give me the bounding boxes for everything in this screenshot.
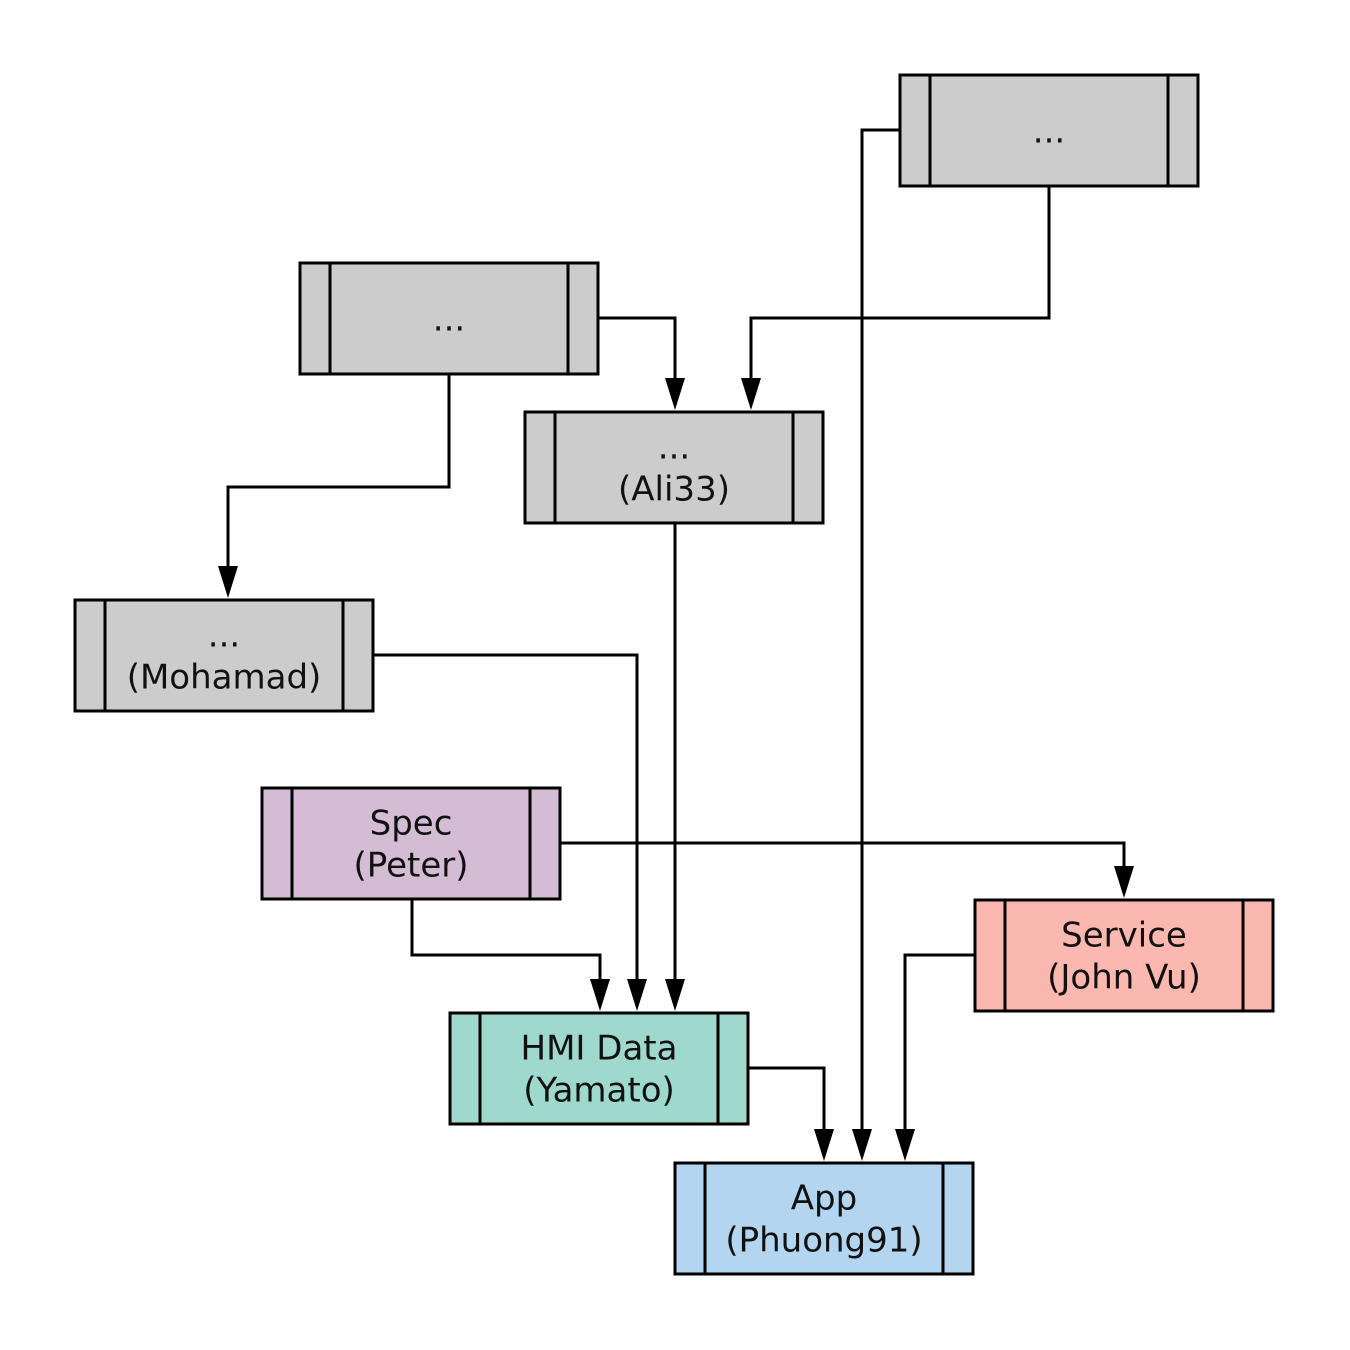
edges-layer: [218, 128, 1134, 1161]
node-title: App: [791, 1179, 857, 1219]
edge-top-left-to-ali33: [598, 316, 685, 410]
nodes-layer: .........(Ali33)...(Mohamad)Spec(Peter)S…: [73, 73, 1275, 1276]
node-owner: (Yamato): [523, 1071, 675, 1111]
node-title: Spec: [370, 804, 453, 844]
edge-line: [226, 374, 451, 578]
edge-spec-to-service: [560, 841, 1134, 898]
node-box: [673, 1161, 975, 1276]
node-box: [448, 1011, 750, 1126]
edge-top-right-to-app: [852, 128, 900, 1161]
node-title: HMI Data: [521, 1029, 678, 1069]
edge-line: [860, 128, 900, 1141]
node-box: [523, 410, 825, 525]
node-box: [260, 786, 562, 901]
edge-hmi-to-app: [748, 1066, 834, 1161]
arrowhead-icon: [590, 979, 610, 1011]
node-app[interactable]: App(Phuong91): [673, 1161, 975, 1276]
edge-line: [560, 841, 1126, 878]
arrowhead-icon: [665, 378, 685, 410]
node-owner: (Mohamad): [127, 658, 322, 698]
node-title: ...: [433, 300, 465, 340]
node-service[interactable]: Service(John Vu): [973, 898, 1275, 1013]
edge-ali33-to-hmi: [665, 523, 685, 1011]
node-box: [73, 598, 375, 713]
node-title: Service: [1061, 916, 1187, 956]
arrowhead-icon: [852, 1129, 872, 1161]
edge-top-right-to-ali33: [741, 186, 1051, 410]
node-hmi[interactable]: HMI Data(Yamato): [448, 1011, 750, 1126]
node-title: ...: [658, 428, 690, 468]
node-owner: (Peter): [354, 846, 469, 886]
node-box: [898, 73, 1200, 188]
node-title: ...: [1033, 112, 1065, 152]
edge-line: [903, 953, 975, 1141]
node-box: [973, 898, 1275, 1013]
arrowhead-icon: [814, 1129, 834, 1161]
arrowhead-icon: [665, 979, 685, 1011]
node-mohamad[interactable]: ...(Mohamad): [73, 598, 375, 713]
arrowhead-icon: [895, 1129, 915, 1161]
edge-line: [410, 899, 602, 991]
edge-line: [748, 1066, 826, 1141]
edge-line: [749, 186, 1051, 390]
arrowhead-icon: [1114, 866, 1134, 898]
node-top-left[interactable]: ...: [298, 261, 600, 376]
edge-spec-to-hmi: [410, 899, 610, 1011]
node-owner: (Phuong91): [725, 1221, 922, 1261]
node-owner: (John Vu): [1047, 958, 1201, 998]
edge-line: [373, 653, 639, 991]
node-title: ...: [208, 616, 240, 656]
edge-top-left-to-mohamad: [218, 374, 451, 598]
edge-service-to-app: [895, 953, 975, 1161]
edge-line: [598, 316, 677, 390]
node-top-right[interactable]: ...: [898, 73, 1200, 188]
node-owner: (Ali33): [618, 470, 730, 510]
arrowhead-icon: [741, 378, 761, 410]
edge-mohamad-to-hmi: [373, 653, 647, 1011]
node-spec[interactable]: Spec(Peter): [260, 786, 562, 901]
arrowhead-icon: [218, 566, 238, 598]
node-box: [298, 261, 600, 376]
arrowhead-icon: [627, 979, 647, 1011]
node-ali33[interactable]: ...(Ali33): [523, 410, 825, 525]
